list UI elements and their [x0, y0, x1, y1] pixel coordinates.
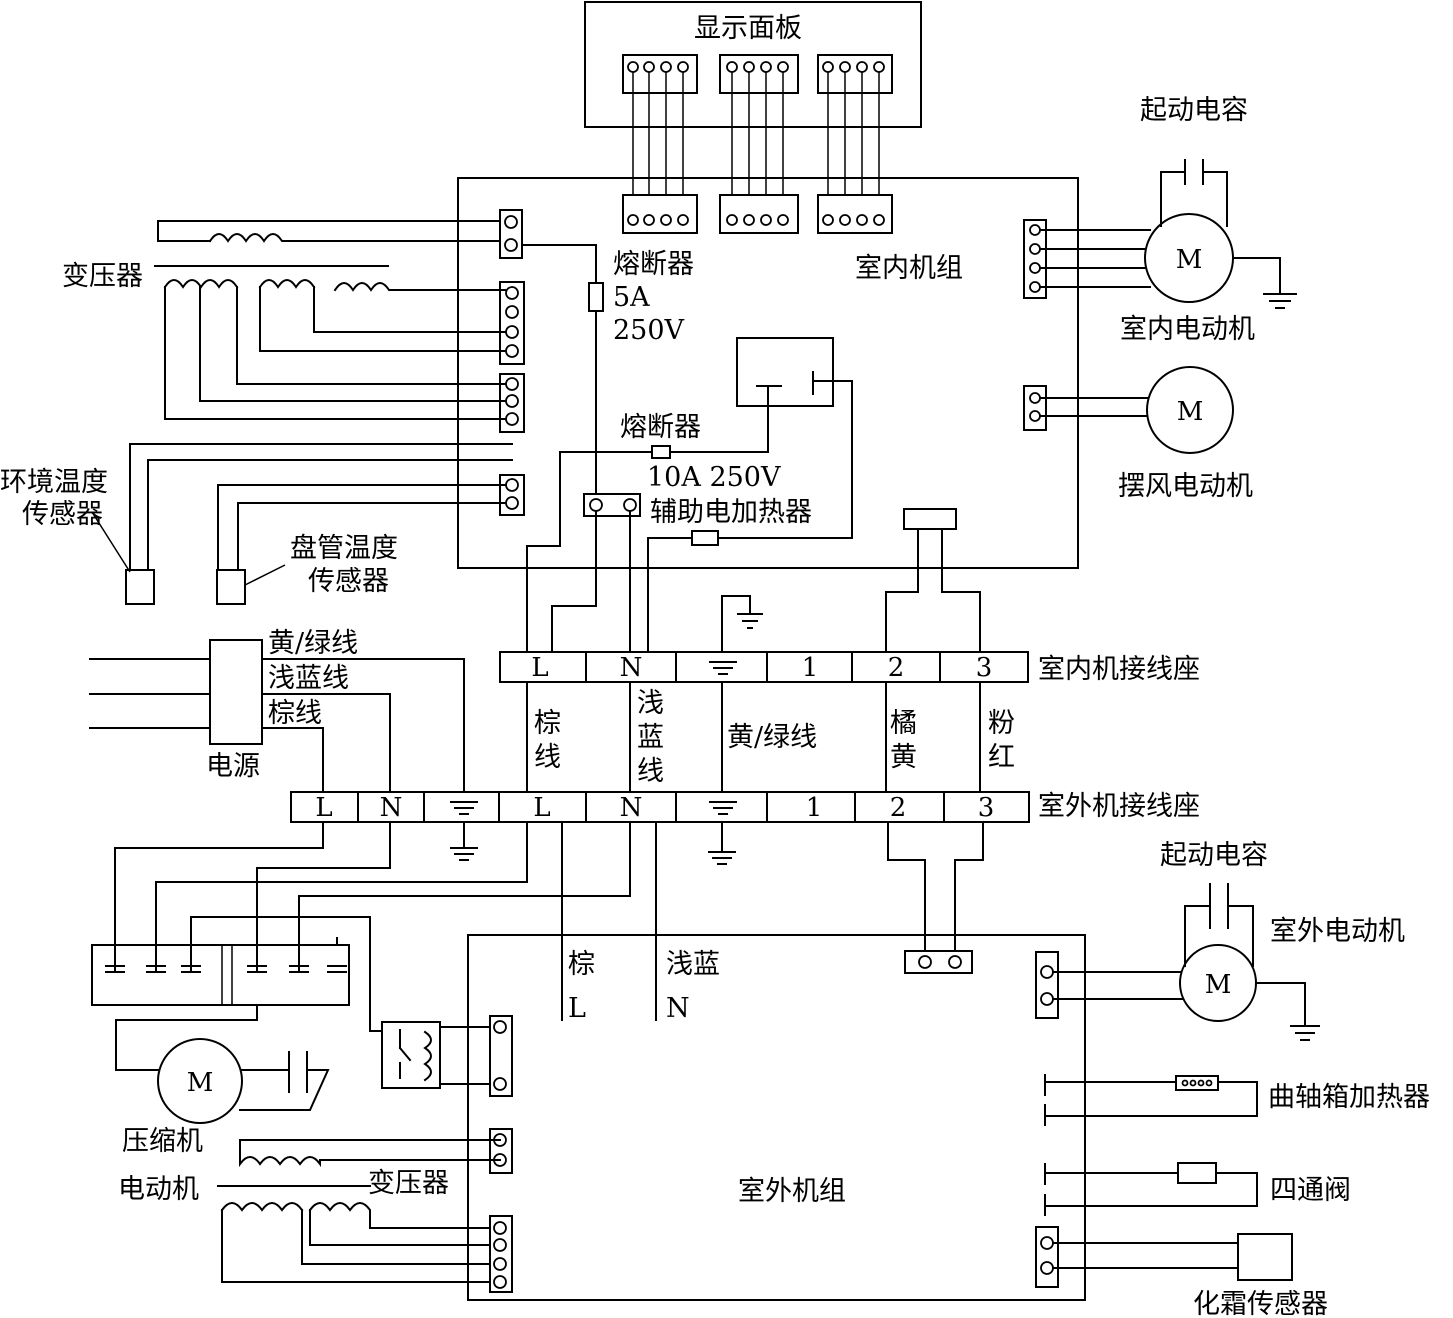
brown-out: 棕: [568, 949, 595, 980]
indoor-term-2: 2: [888, 653, 905, 683]
pink-1: 粉: [988, 708, 1015, 739]
crankcase-heater-label: 曲轴箱加热器: [1268, 1082, 1430, 1113]
fuse-5a: 熔断器 5A 250V: [521, 244, 694, 499]
outdoor-terminal-block: L N L N 1 2 3 室外机接线座: [290, 791, 1200, 823]
outdoor-term-3: 3: [978, 793, 995, 823]
outdoor-term-n2: N: [620, 793, 643, 823]
indoor-board-ground: [721, 595, 763, 653]
start-cap-in-label: 起动电容: [1140, 95, 1248, 126]
brown-top: 棕线: [268, 698, 322, 729]
board-left-terminals: [499, 209, 525, 516]
light-blue-top: 浅蓝线: [268, 663, 349, 694]
defrost-sensor-label: 化霜传感器: [1193, 1289, 1328, 1318]
yellow-green-mid: 黄/绿线: [727, 722, 817, 753]
indoor-terminal-block: L N 1 2 3 室内机接线座: [499, 651, 1200, 685]
indoor-motor-label: 室内电动机: [1120, 314, 1255, 345]
display-panel: 显示面板: [584, 1, 922, 128]
coil-sensor-label-1: 盘管温度: [290, 533, 398, 564]
orange-1: 橘: [890, 708, 917, 739]
indoor-term-ground-symbol: [709, 661, 737, 675]
fuse2-rating: 10A 250V: [647, 462, 781, 493]
brown-v-1: 棕: [534, 708, 561, 739]
indoor-transformer: 变压器: [62, 220, 506, 420]
aux-heater-label: 辅助电加热器: [650, 497, 812, 528]
outdoor-unit-label: 室外机组: [738, 1176, 846, 1207]
board-display-connectors: [622, 194, 893, 234]
indoor-term-l: L: [531, 653, 548, 683]
coil-sensor-label-2: 传感器: [308, 566, 389, 597]
capacitor-bank: [91, 821, 631, 1032]
swing-motor-m: M: [1177, 397, 1204, 427]
ambient-sensor-label-2: 传感器: [22, 499, 103, 530]
lblue-v-3: 线: [637, 756, 664, 787]
compressor: M 压缩机: [115, 1004, 330, 1157]
outdoor-transformer: 电动机 变压器: [118, 1128, 513, 1293]
fuse2-name: 熔断器: [620, 412, 701, 443]
indoor-terminal-block-label: 室内机接线座: [1038, 654, 1200, 685]
four-way-valve: 四通阀: [1044, 1162, 1351, 1216]
pink-2: 红: [988, 742, 1015, 773]
lblue-v-2: 蓝: [637, 722, 664, 753]
power-source: 黄/绿线 浅蓝线 棕线 电源: [89, 628, 465, 793]
n-out: N: [666, 993, 690, 1024]
ambient-temp-sensor: [125, 569, 155, 605]
indoor-transformer-label: 变压器: [62, 261, 143, 292]
outdoor-term-ground-symbol-2: [709, 801, 737, 815]
crankcase-heater: 曲轴箱加热器: [1044, 1074, 1430, 1126]
light-blue-out: 浅蓝: [666, 949, 720, 980]
outdoor-term-l1: L: [315, 793, 332, 823]
motor-out-left-label: 电动机: [118, 1174, 199, 1205]
outdoor-transformer-label: 变压器: [368, 1168, 449, 1199]
yellow-green-top: 黄/绿线: [268, 628, 358, 659]
indoor-unit-box: [457, 177, 1079, 569]
outdoor-terminal-block-label: 室外机接线座: [1038, 791, 1200, 822]
outdoor-term-ground-symbol-1: [450, 801, 478, 815]
start-cap-out-label: 起动电容: [1160, 840, 1268, 871]
compressor-relay: [381, 1015, 513, 1097]
swing-motor: M 摆风电动机: [1023, 366, 1253, 502]
outdoor-unit-box: [467, 934, 1086, 1301]
l-out: L: [568, 993, 586, 1024]
lblue-v-1: 浅: [637, 688, 664, 719]
aux-heater-circuit: 熔断器 10A 250V 辅助电加热器: [526, 337, 853, 653]
orange-2: 黄: [890, 742, 917, 773]
indoor-motor-m: M: [1176, 245, 1203, 275]
display-ribbon-wires: [632, 72, 880, 214]
outdoor-23-connector: [887, 821, 984, 974]
outdoor-term-1: 1: [806, 793, 823, 823]
inter-block-wires: 棕 线 浅 蓝 线 黄/绿线 橘 黄 粉 红: [526, 681, 1015, 793]
indoor-sensors: 环境温度 传感器 盘管温度 传感器: [0, 443, 513, 605]
outdoor-term-n1: N: [380, 793, 403, 823]
outdoor-term-l2: L: [533, 793, 550, 823]
outdoor-term-2: 2: [890, 793, 907, 823]
four-way-valve-label: 四通阀: [1270, 1175, 1351, 1206]
outdoor-motor: M 起动电容 室外电动机: [1035, 840, 1405, 1041]
indoor-term-3: 3: [976, 653, 993, 683]
indoor-unit-label: 室内机组: [855, 253, 963, 284]
indoor-term-n: N: [620, 653, 643, 683]
brown-v-2: 线: [534, 742, 561, 773]
compressor-label: 压缩机: [122, 1126, 203, 1157]
fuse1-rating-v: 250V: [613, 315, 685, 346]
compressor-m: M: [187, 1068, 214, 1098]
fuse1-name: 熔断器: [613, 249, 694, 280]
indoor-motor: M 起动电容 室内电动机: [1023, 95, 1297, 345]
outdoor-motor-m: M: [1205, 970, 1232, 1000]
outdoor-block-grounds: [450, 821, 736, 865]
power-label: 电源: [206, 751, 260, 782]
indoor-term-1: 1: [802, 653, 819, 683]
defrost-sensor: 化霜传感器: [1035, 1226, 1328, 1318]
coil-temp-sensor: [216, 569, 246, 605]
swing-motor-label: 摆风电动机: [1118, 471, 1253, 502]
outdoor-motor-label: 室外电动机: [1270, 916, 1405, 947]
fuse1-rating-a: 5A: [613, 282, 650, 313]
outdoor-power-leads: 棕 L 浅蓝 N: [561, 821, 720, 1024]
ambient-sensor-label-1: 环境温度: [0, 467, 108, 498]
display-panel-label: 显示面板: [694, 13, 802, 44]
indoor-23-connector: [885, 508, 981, 653]
